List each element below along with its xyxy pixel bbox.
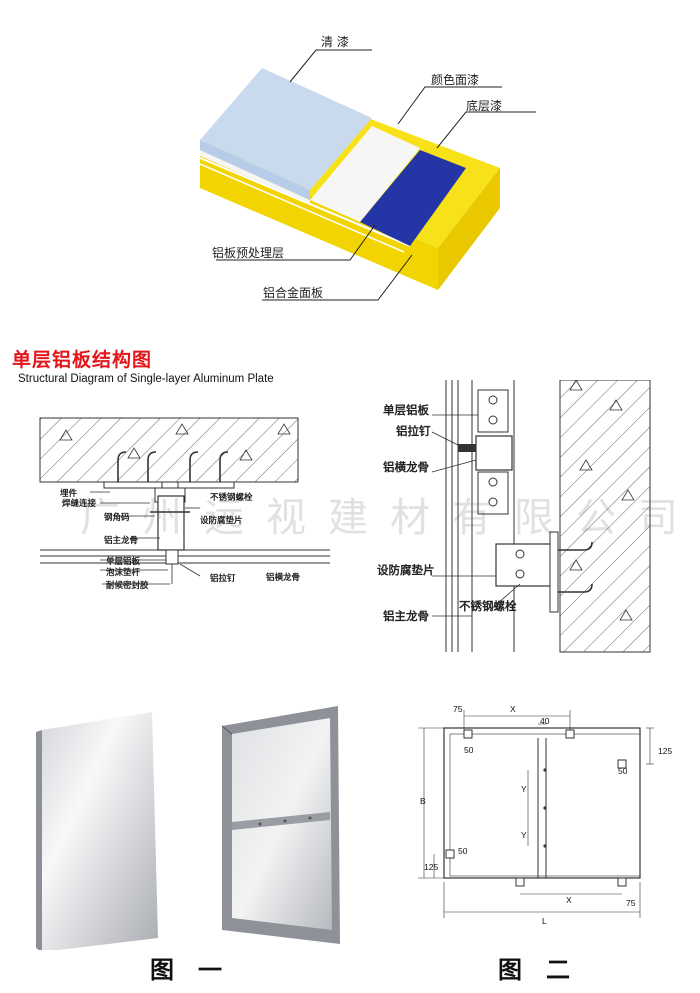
figure-one-caption: 图一 — [150, 955, 246, 984]
figure-one-panels — [36, 706, 340, 950]
dim-50-top: 50 — [464, 745, 474, 755]
leader-pretreat — [216, 224, 376, 261]
dim-x-top: X — [510, 704, 516, 714]
label-color-topcoat: 颜色面漆 — [431, 73, 480, 87]
dim-50-right: 50 — [618, 766, 628, 776]
dim-75-top: 75 — [453, 704, 463, 714]
label-cross-keel-left: 铝横龙骨 — [266, 573, 301, 583]
label-main-keel-right: 铝主龙骨 — [383, 609, 429, 623]
detail-left-drawing — [39, 417, 330, 585]
label-main-keel-left: 铝主龙骨 — [104, 536, 139, 546]
dim-y-upper: Y — [521, 784, 527, 794]
leader-topcoat — [397, 86, 502, 125]
concrete-wall — [39, 417, 299, 483]
primer-layer — [360, 150, 466, 246]
dim-x-bottom: X — [566, 895, 572, 905]
dim-125-left: 125 — [424, 862, 439, 872]
alloy-panel-side — [438, 168, 500, 290]
label-rivet-right: 铝拉钉 — [396, 424, 431, 438]
label-weld: 焊缝连接 — [62, 499, 97, 509]
dim-b: B — [420, 796, 426, 806]
label-stainless-bolt-right: 不锈钢螺栓 — [459, 599, 517, 613]
figure-two-caption: 图二 — [498, 955, 594, 984]
dim-40: 40 — [540, 716, 550, 726]
alloy-panel-front — [200, 150, 438, 290]
label-pretreatment: 铝板预处理层 — [212, 246, 285, 260]
company-watermark: 广州远视建材有限公司 — [80, 495, 700, 541]
label-primer: 底层漆 — [466, 99, 503, 113]
section-subtitle: Structural Diagram of Single-layer Alumi… — [18, 373, 274, 385]
label-cross-keel-right: 铝横龙骨 — [383, 460, 429, 474]
dim-l: L — [542, 916, 547, 926]
figure-two-dimension-drawing — [418, 710, 654, 918]
label-anticorrosion-pad-right: 设防腐垫片 — [377, 563, 435, 577]
dim-50-left: 50 — [458, 846, 468, 856]
label-alloy-panel: 铝合金面板 — [263, 286, 324, 300]
label-single-plate-right: 单层铝板 — [383, 403, 429, 417]
label-stainless-bolt-left: 不锈钢螺栓 — [210, 493, 253, 503]
concrete-wall-right — [559, 380, 651, 653]
leader-primer — [436, 111, 536, 149]
label-anticorrosion-pad-left: 设防腐垫片 — [200, 516, 243, 526]
label-steel-angle: 钢角码 — [104, 513, 130, 523]
dim-y-lower: Y — [521, 830, 527, 840]
label-foam-rod: 泡沫垫杆 — [106, 568, 141, 578]
label-embed: 埋件 — [60, 489, 78, 499]
label-sealant: 耐候密封胶 — [106, 581, 149, 591]
color-topcoat-layer — [310, 126, 420, 222]
clear-coat-layer — [200, 68, 372, 190]
label-single-plate-left: 单层铝板 — [106, 557, 141, 567]
main-keel-section — [157, 495, 185, 551]
label-rivet-left: 铝拉钉 — [210, 574, 236, 584]
leader-clear — [289, 49, 372, 83]
cross-keel-box — [475, 435, 513, 471]
dim-75-bottom: 75 — [626, 898, 636, 908]
flat-panel — [42, 712, 158, 950]
section-title: 单层铝板结构图 — [12, 349, 153, 371]
label-clear-coat: 清 漆 — [321, 35, 349, 49]
detail-right-drawing — [431, 380, 651, 653]
leader-panel — [262, 254, 413, 301]
coating-layers-diagram — [199, 49, 536, 301]
dim-125-right: 125 — [658, 746, 673, 756]
